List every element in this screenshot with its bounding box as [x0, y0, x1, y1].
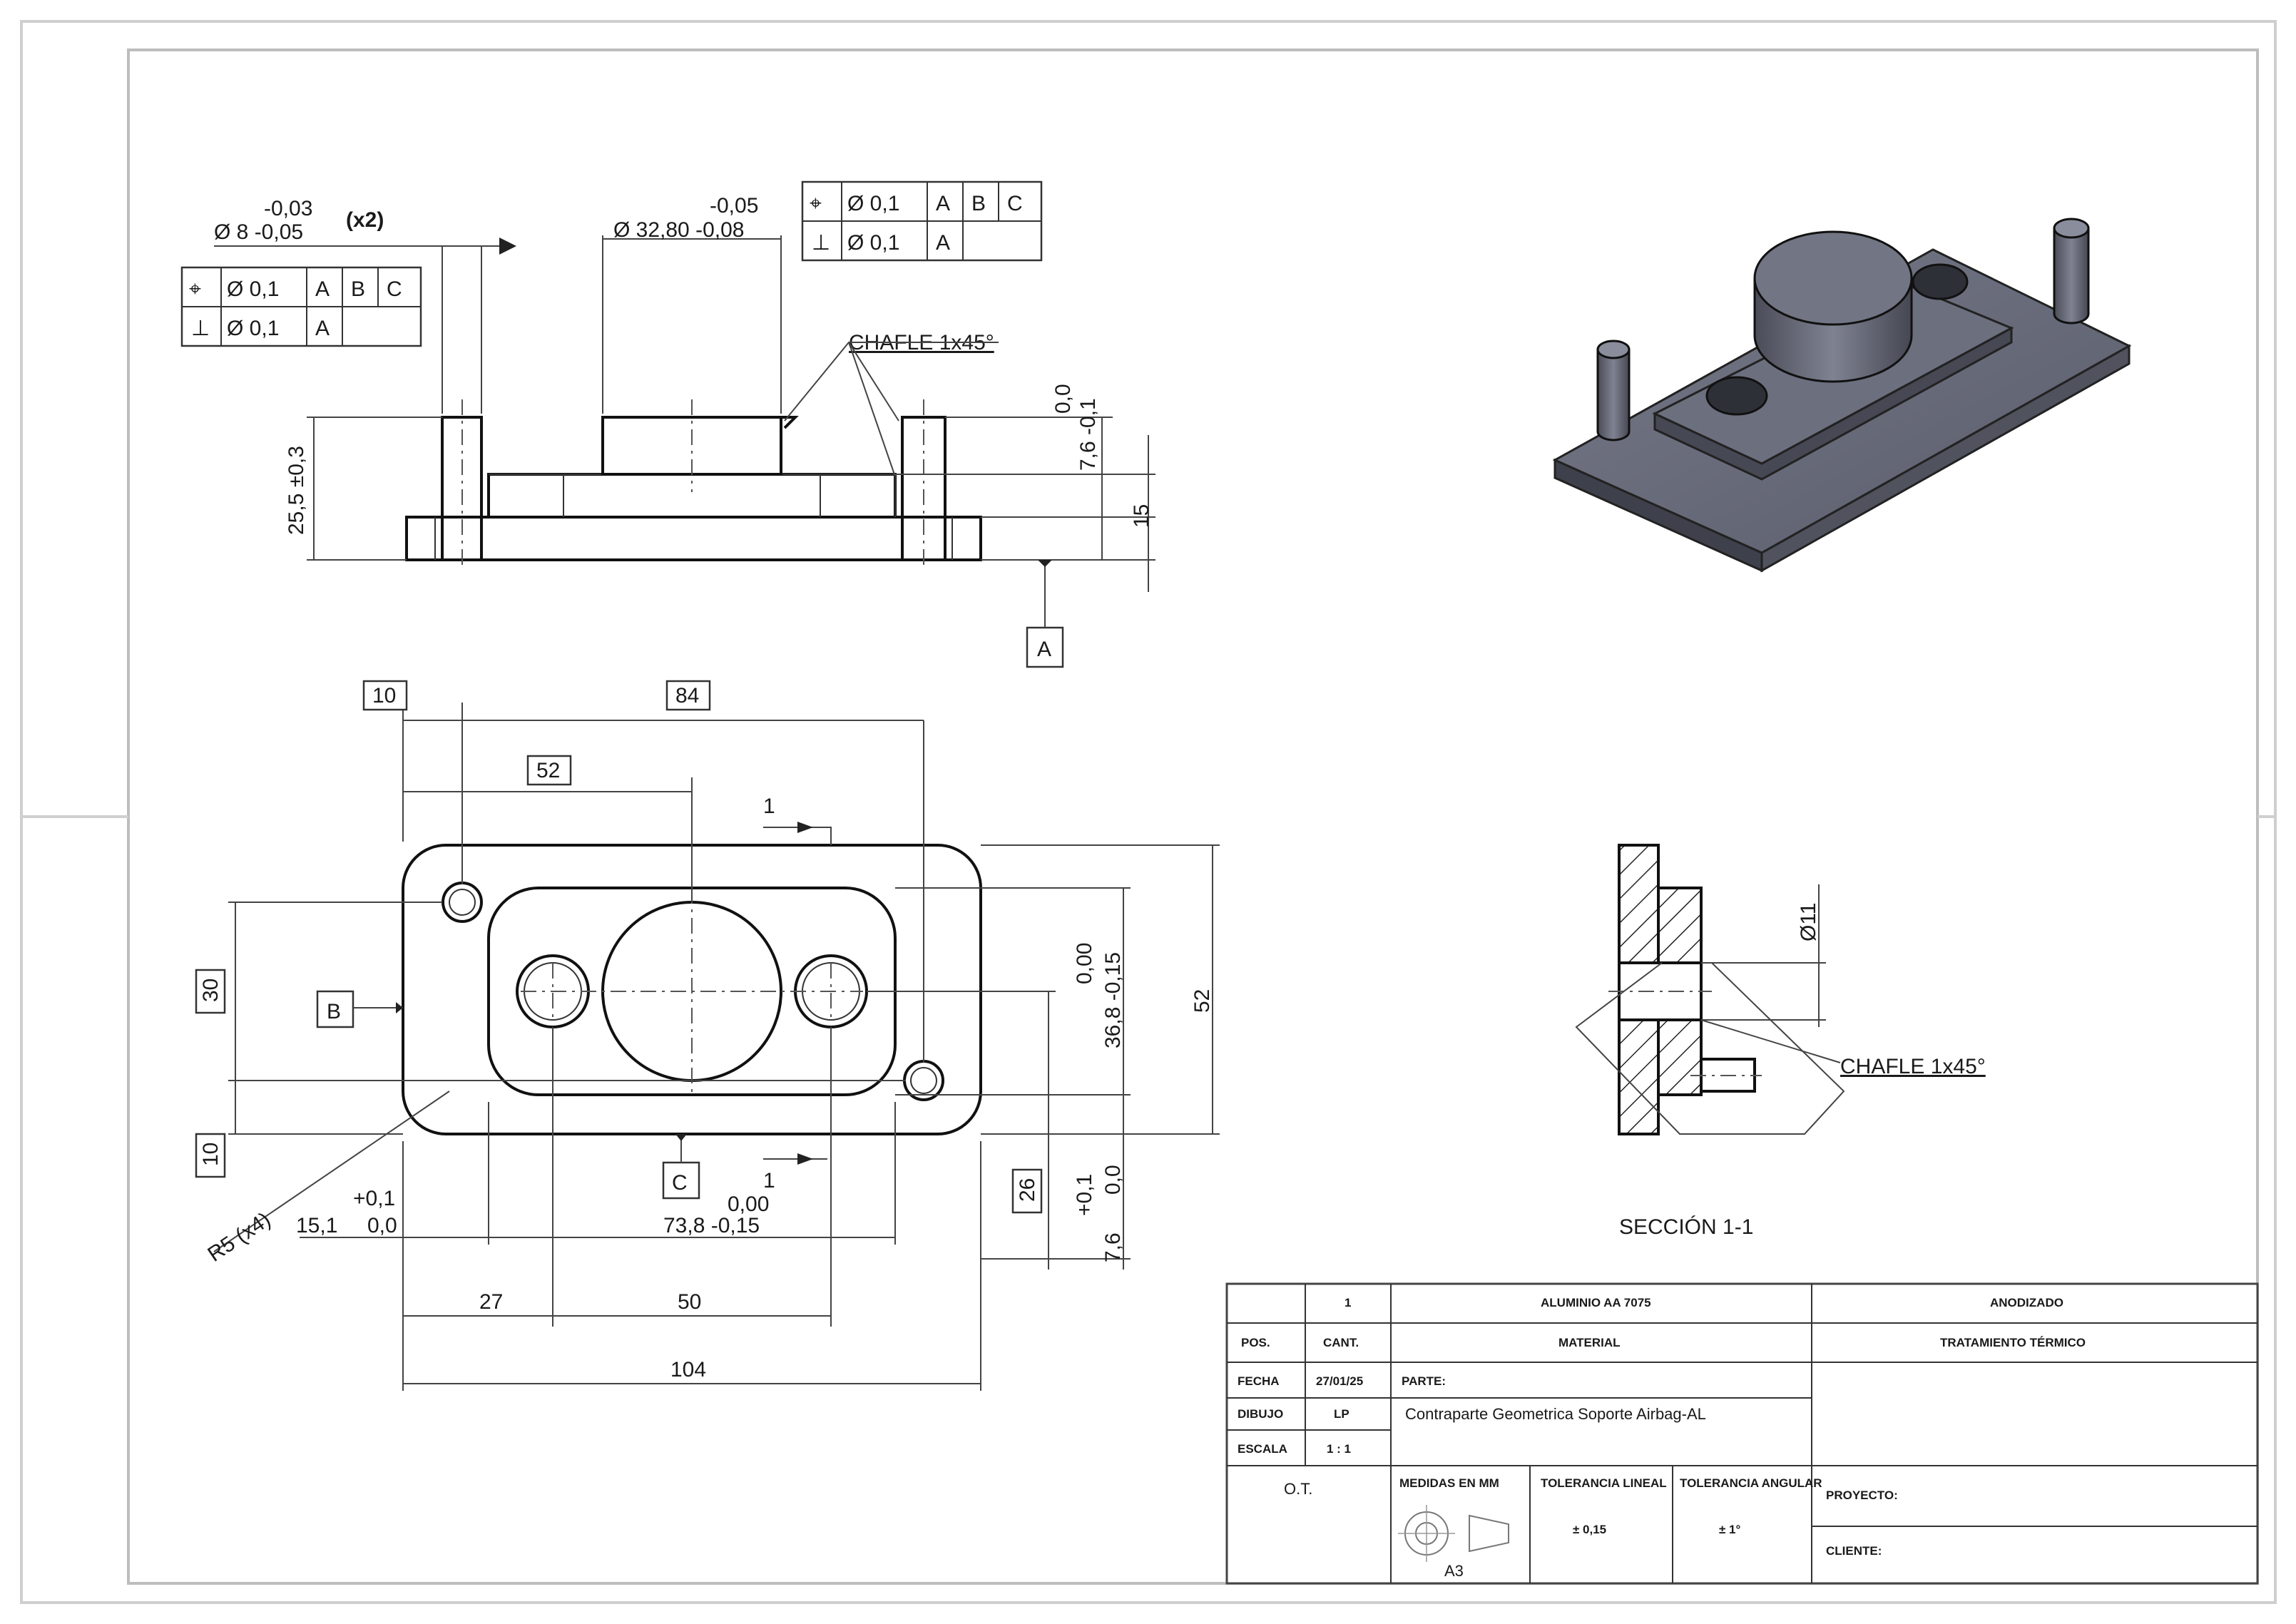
iso-hole-right: [1912, 263, 1969, 300]
svg-text:C: C: [387, 277, 402, 301]
iso-pin-left: [1596, 348, 1631, 441]
tb-treatment-label: TRATAMIENTO TÉRMICO: [1940, 1336, 2086, 1349]
tb-lin-tol-value: ± 0,15: [1573, 1523, 1606, 1536]
iso-pin-right: [2053, 227, 2090, 325]
tb-drawn-value: LP: [1334, 1407, 1349, 1421]
boss-tol-upper: -0,05: [710, 194, 758, 218]
boss-dia-dim: Ø 32,80 -0,08: [613, 218, 744, 242]
dim-15-1-tol2: 0,0: [367, 1214, 397, 1237]
tb-material-value: ALUMINIO AA 7075: [1541, 1296, 1651, 1309]
tb-qty: 1: [1345, 1296, 1351, 1309]
tb-ang-tol-label: TOLERANCIA ANGULAR: [1680, 1476, 1822, 1490]
tb-material-label: MATERIAL: [1558, 1336, 1621, 1349]
dim-36-8: 36,8 -0,15: [1101, 952, 1125, 1048]
pin-dia-tol-upper: -0,03: [264, 197, 312, 220]
iso-boss-top: [1753, 230, 1913, 326]
tol-plus-01: +0,1: [1073, 1174, 1096, 1216]
svg-text:A: A: [315, 277, 330, 301]
svg-text:Ø 0,1: Ø 0,1: [227, 277, 279, 301]
dim-73-8: 73,8 -0,15: [663, 1214, 760, 1237]
tb-project-label: PROYECTO:: [1826, 1488, 1898, 1502]
fcf-left: ⌖ Ø 0,1 A B C ⊥ Ø 0,1 A: [180, 266, 422, 347]
dim-50: 50: [678, 1290, 701, 1314]
tb-client-label: CLIENTE:: [1826, 1544, 1882, 1558]
dim-84: 84: [675, 684, 699, 708]
section-mark-bottom: 1: [763, 1169, 775, 1193]
svg-text:A: A: [936, 192, 950, 215]
tb-lin-tol-label: TOLERANCIA LINEAL: [1541, 1476, 1667, 1490]
tol-0-0: 0,0: [1101, 1165, 1125, 1195]
section-mark-top: 1: [763, 795, 775, 818]
svg-text:⌖: ⌖: [189, 277, 201, 301]
svg-text:A: A: [936, 231, 950, 255]
dim-26: 26: [1016, 1178, 1039, 1202]
tb-sheet-size: A3: [1444, 1562, 1464, 1580]
fillet-note: R5 (x4): [203, 1207, 275, 1266]
pin-qty: (x2): [346, 208, 384, 232]
dim-7-6: 7,6: [1101, 1232, 1125, 1262]
dim-73-8-tol: 0,00: [728, 1193, 769, 1216]
section-view: Ø11 CHAFLE 1x45° SECCIÓN 1-1: [1575, 844, 1986, 1239]
pin-dia-dim: Ø 8 -0,05: [214, 220, 303, 244]
dim-27: 27: [479, 1290, 503, 1314]
projection-symbol-icon: [1398, 1505, 1509, 1562]
tb-ang-tol-value: ± 1°: [1719, 1523, 1741, 1536]
svg-text:⊥: ⊥: [812, 231, 830, 255]
tb-date-label: FECHA: [1238, 1374, 1280, 1388]
dim-10-top: 10: [372, 684, 396, 708]
svg-text:C: C: [1007, 192, 1023, 215]
tb-units-label: MEDIDAS EN MM: [1399, 1476, 1499, 1490]
tb-date-value: 27/01/25: [1316, 1374, 1363, 1388]
svg-text:Ø 0,1: Ø 0,1: [847, 192, 899, 215]
outer-frame: [20, 20, 2277, 1604]
iso-hole-left: [1705, 376, 1768, 416]
datum-c: C: [672, 1171, 688, 1195]
height-tol: 7,6 -0,1: [1076, 398, 1100, 471]
front-view: -0,03 Ø 8 -0,05 (x2) ⌖ Ø 0,1 A B C ⊥ Ø 0…: [180, 180, 1155, 668]
svg-text:A: A: [315, 317, 330, 340]
tb-part-label: PARTE:: [1402, 1374, 1446, 1388]
dim-15-1-tol: +0,1: [353, 1187, 395, 1210]
fcf-right: ⌖ Ø 0,1 A B C ⊥ Ø 0,1 A: [801, 180, 1043, 262]
svg-text:B: B: [971, 192, 986, 215]
tb-treatment-value: ANODIZADO: [1990, 1296, 2063, 1309]
datum-b: B: [327, 1000, 341, 1023]
tb-pos-label: POS.: [1241, 1336, 1270, 1349]
tb-scale-value: 1 : 1: [1327, 1442, 1351, 1456]
title-block: 1 ALUMINIO AA 7075 ANODIZADO POS. CANT. …: [1225, 1282, 2259, 1585]
height-tol-top: 0,0: [1051, 384, 1075, 414]
top-view: 10 84 52 1 1 B C 30 10: [195, 680, 1220, 1391]
svg-text:Ø 0,1: Ø 0,1: [847, 231, 899, 255]
dim-104: 104: [670, 1358, 706, 1382]
datum-a: A: [1037, 638, 1051, 661]
tol-0-00: 0,00: [1073, 943, 1096, 984]
plate-h-dim: 15: [1130, 504, 1153, 528]
section-title: SECCIÓN 1-1: [1619, 1215, 1753, 1239]
tb-part-name: Contraparte Geometrica Soporte Airbag-AL: [1405, 1405, 1706, 1423]
dim-15-1: 15,1: [296, 1214, 337, 1237]
tb-ot-label: O.T.: [1284, 1480, 1312, 1498]
isometric-view: [1552, 218, 2132, 573]
dim-52-right: 52: [1190, 989, 1214, 1013]
dim-10-left: 10: [199, 1143, 223, 1166]
tb-qty-label: CANT.: [1323, 1336, 1359, 1349]
tb-scale-label: ESCALA: [1238, 1442, 1287, 1456]
section-dia: Ø11: [1797, 903, 1820, 941]
svg-text:⊥: ⊥: [191, 317, 210, 340]
svg-text:Ø 0,1: Ø 0,1: [227, 317, 279, 340]
dim-30: 30: [199, 979, 223, 1002]
dim-52-top: 52: [536, 759, 560, 782]
svg-text:B: B: [351, 277, 365, 301]
front-base-plate: [405, 516, 982, 561]
tb-drawn-label: DIBUJO: [1238, 1407, 1283, 1421]
svg-text:⌖: ⌖: [810, 192, 822, 215]
height-dim: 25,5 ±0,3: [285, 446, 308, 535]
section-chamfer-note: CHAFLE 1x45°: [1840, 1055, 1986, 1078]
